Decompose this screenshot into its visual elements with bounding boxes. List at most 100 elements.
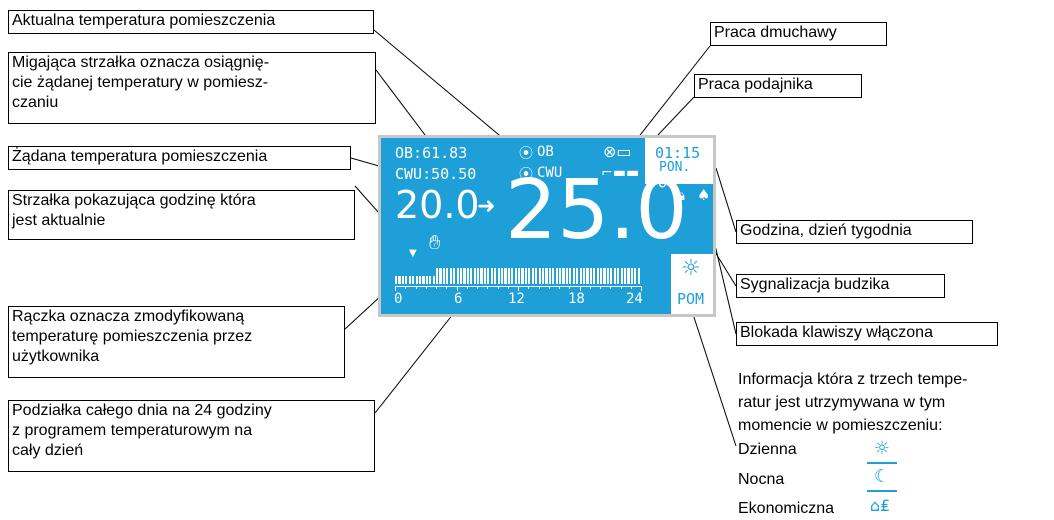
callout-scale-line2: z programem temperaturowym na: [12, 422, 253, 439]
scale-tick: [466, 286, 468, 289]
sun-icon: ☼: [873, 438, 891, 459]
scale-tick: [589, 286, 591, 289]
program-bar: [521, 268, 524, 284]
lock-icon: 🔒︎: [677, 186, 685, 204]
program-bar: [565, 268, 569, 284]
callout-alarm: Sygnalizacja budzika: [736, 274, 945, 298]
scale-label-0: 0: [394, 291, 403, 307]
legend-moon-underline: [867, 490, 897, 492]
callout-current-temp-text: Aktualna temperatura pomieszczenia: [12, 12, 276, 29]
down-triangle-icon: ▼: [409, 248, 417, 259]
program-bar: [436, 268, 439, 284]
callout-hour-arrow-line1: Strzałka pokazująca godzinę która: [12, 192, 256, 209]
feeder-icon: ⌐▬▬: [601, 165, 640, 181]
scale-tick: [548, 286, 550, 289]
callout-keylock: Blokada klawiszy włączona: [736, 322, 998, 346]
clock-box: 01:15 PON.: [645, 138, 713, 184]
program-bar: [572, 268, 575, 284]
callout-feeder-text: Praca podajnika: [698, 76, 813, 93]
program-bar: [531, 268, 534, 284]
program-bar: [395, 276, 398, 284]
scale-tick: [579, 286, 581, 291]
program-bar: [511, 268, 514, 284]
program-bar: [497, 268, 500, 284]
scale-tick: [538, 286, 540, 289]
program-bar: [627, 268, 630, 284]
right-arrow-icon: ➜: [477, 194, 496, 219]
set-temperature: 20.0: [395, 183, 480, 227]
degree-symbol: °: [657, 178, 668, 203]
program-bar: [579, 268, 582, 284]
callout-alarm-text: Sygnalizacja budzika: [740, 276, 890, 293]
house-eco-icon: ⌂₤: [869, 496, 891, 515]
scale-tick: [456, 286, 458, 291]
program-bar: [429, 276, 432, 284]
mode-label: POM: [677, 290, 705, 308]
callout-scale-line1: Podziałka całego dnia na 24 godziny: [12, 402, 272, 419]
program-bar: [459, 268, 463, 284]
scale-tick: [425, 286, 427, 289]
clock-day: PON.: [659, 160, 691, 175]
program-bar: [528, 268, 531, 284]
hand-icon: ✋︎: [429, 230, 441, 254]
scale-tick: [518, 286, 519, 291]
scale-tick: [528, 286, 530, 289]
scale-label-12: 12: [508, 291, 525, 307]
callout-set-temp: Żądana temperatura pomieszczenia: [8, 146, 351, 170]
program-bar: [473, 268, 476, 284]
program-bar: [415, 276, 418, 284]
sun-icon: ☼: [681, 256, 701, 281]
ob-temperature: OB:61.83: [395, 144, 468, 162]
program-bar: [453, 268, 456, 284]
program-bar: [518, 268, 521, 284]
program-bar: [559, 268, 562, 284]
callout-scale: Podziałka całego dnia na 24 godziny z pr…: [8, 400, 375, 472]
program-bar: [596, 268, 599, 284]
program-bar: [463, 268, 466, 284]
callout-blinking-arrow-line1: Migająca strzałka oznacza osiągnię-: [12, 54, 270, 71]
program-bar: [555, 268, 558, 284]
program-bar: [548, 268, 551, 284]
legend-sun-underline: [867, 462, 897, 464]
program-bar: [538, 268, 541, 284]
program-bar: [603, 268, 606, 284]
callout-hand-line2: temperaturę pomieszczenia przez: [12, 328, 253, 345]
scale-tick: [559, 286, 560, 289]
program-bar: [610, 268, 613, 284]
legend-eco-label: Ekonomiczna: [738, 500, 835, 517]
program-bar: [422, 276, 425, 284]
program-bar: [500, 268, 504, 284]
pump-cwu-label: CWU: [537, 165, 563, 181]
scale-tick: [600, 286, 601, 289]
program-bar: [541, 268, 545, 284]
scale-label-18: 18: [568, 291, 585, 307]
callout-scale-line3: cały dzień: [12, 442, 84, 459]
callout-set-temp-text: Żądana temperatura pomieszczenia: [12, 148, 268, 165]
callout-blinking-arrow-line3: czaniu: [12, 94, 59, 111]
callout-clock-text: Godzina, dzień tygodnia: [740, 222, 912, 239]
cwu-temperature: CWU:50.50: [395, 165, 477, 183]
scale-tick: [436, 286, 437, 289]
program-bar: [623, 268, 627, 284]
program-bar: [637, 268, 640, 284]
program-bar: [545, 268, 548, 284]
program-bar: [477, 268, 480, 284]
program-bar: [569, 268, 572, 284]
pump-ob-label: OB: [537, 144, 554, 160]
scale-tick: [446, 286, 448, 289]
program-bar: [562, 268, 565, 284]
scale-tick: [641, 286, 642, 291]
scale-tick: [569, 286, 571, 289]
callout-hand-line3: użytkownika: [12, 348, 100, 365]
program-bar: [524, 268, 528, 284]
program-bar: [439, 268, 442, 284]
blower-icon: ⊗▭: [603, 142, 632, 161]
lcd-display: OB:61.83 CWU:50.50 ⦿ OB ⦿ CWU ⊗▭ ⌐▬▬ 20.…: [378, 135, 716, 317]
callout-current-temp: Aktualna temperatura pomieszczenia: [8, 10, 374, 34]
callout-hour-arrow-line2: jest aktualnie: [12, 212, 106, 229]
bell-icon: ♠: [697, 186, 711, 204]
program-bar: [483, 268, 487, 284]
program-bar: [432, 276, 435, 284]
callout-hand-line1: Rączka oznacza zmodyfikowaną: [12, 308, 245, 325]
circulation-pump-icon: ⦿: [519, 167, 533, 183]
